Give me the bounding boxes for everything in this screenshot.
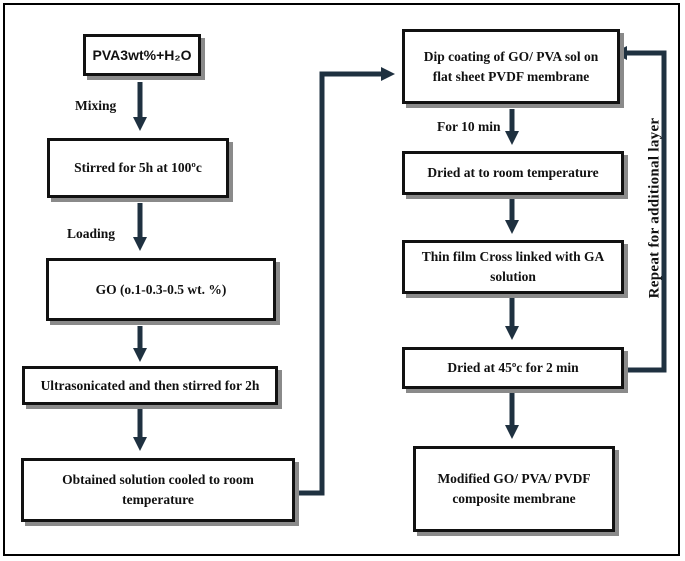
step-modified-membrane: Modified GO/ PVA/ PVDF composite membran… (413, 446, 615, 532)
step-cross-linked: Thin film Cross linked with GA solution (402, 240, 624, 294)
step-go-loading: GO (o.1-0.3-0.5 wt. %) (46, 258, 276, 321)
step-dried-45c: Dried at 45ºc for 2 min (402, 347, 624, 389)
step-dried-room-temp: Dried at to room temperature (402, 151, 624, 195)
step-cooled: Obtained solution cooled to room tempera… (21, 458, 295, 522)
label-loading: Loading (67, 226, 116, 241)
diagram-frame (3, 3, 680, 556)
repeat-label: Repeat for additional layer (646, 117, 663, 299)
label-for-10-min: For 10 min (437, 119, 501, 134)
arrow-repeat-loop (613, 46, 667, 373)
step-stirred: Stirred for 5h at 100ºc (47, 138, 229, 198)
step-ultrasonicated: Ultrasonicated and then stirred for 2h (22, 366, 278, 405)
label-mixing: Mixing (75, 98, 117, 113)
step-pva-water: PVA3wt%+H₂O (83, 34, 201, 76)
arrow-connector (298, 67, 395, 496)
step-dip-coating: Dip coating of GO/ PVA sol on flat sheet… (402, 29, 620, 104)
